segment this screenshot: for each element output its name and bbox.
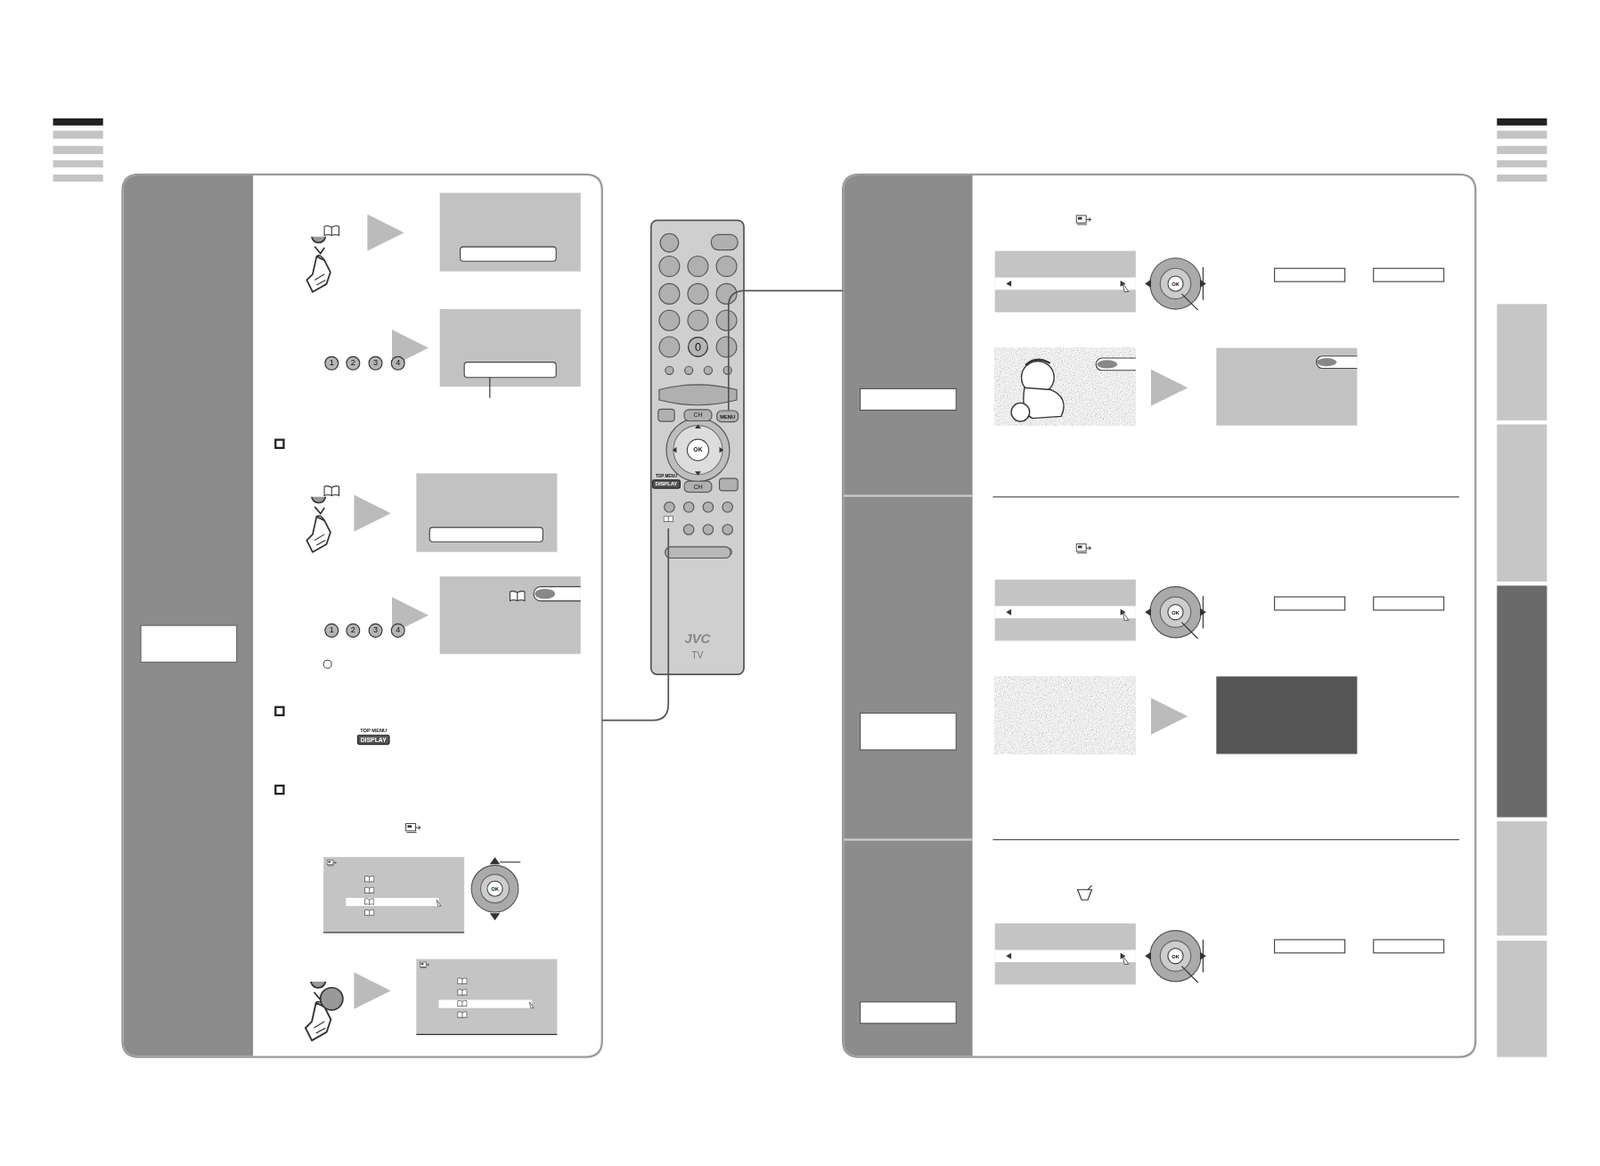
- ok-button: OK: [486, 880, 503, 897]
- button-label: DISPLAY: [357, 734, 390, 745]
- button-caption: TOP MENU: [655, 473, 678, 479]
- button-label: 0: [694, 341, 702, 353]
- ok-button: OK: [1167, 275, 1184, 292]
- number-button: 1: [324, 356, 339, 371]
- display-button: TOP MENUDISPLAY: [356, 725, 392, 748]
- number-button: 4: [391, 356, 406, 371]
- button-label: MENU: [719, 413, 735, 419]
- button-label: CH: [693, 412, 703, 419]
- button-label: 2: [351, 626, 356, 635]
- button-label: 3: [373, 359, 378, 368]
- button-label: 3: [373, 626, 378, 635]
- remote-control: JVC TV 0CH MENU OK TOP MENUDISPLAY CH: [651, 220, 744, 675]
- number-button: 1: [324, 623, 339, 638]
- button-label: 1: [329, 359, 335, 368]
- number-button: 2: [345, 623, 360, 638]
- button-label: OK: [693, 447, 703, 454]
- channel-button: CH: [683, 408, 712, 422]
- channel-button: CH: [683, 480, 712, 493]
- menu-button: MENU: [716, 409, 739, 423]
- button-label: OK: [1171, 953, 1180, 959]
- button-label: OK: [1171, 281, 1180, 287]
- ok-button: OK: [1167, 604, 1184, 621]
- button-caption: TOP MENU: [359, 728, 387, 735]
- number-button: 2: [345, 356, 360, 371]
- number-button: 0: [687, 336, 709, 358]
- model-label: TV: [691, 651, 703, 661]
- brand-logo: JVC: [684, 631, 711, 645]
- number-button: 3: [367, 623, 383, 638]
- display-button: TOP MENUDISPLAY: [651, 470, 682, 492]
- button-label: OK: [1171, 609, 1180, 615]
- ok-button: OK: [686, 439, 710, 462]
- button-label: 4: [395, 626, 400, 635]
- number-button: 4: [391, 623, 406, 638]
- number-button: 3: [367, 356, 383, 371]
- button-label: DISPLAY: [652, 479, 680, 489]
- button-label: 2: [351, 359, 356, 368]
- ok-button: OK: [1167, 947, 1184, 964]
- button-label: OK: [490, 886, 499, 892]
- button-label: CH: [693, 483, 703, 490]
- button-label: 1: [329, 626, 335, 635]
- button-label: 4: [395, 359, 400, 368]
